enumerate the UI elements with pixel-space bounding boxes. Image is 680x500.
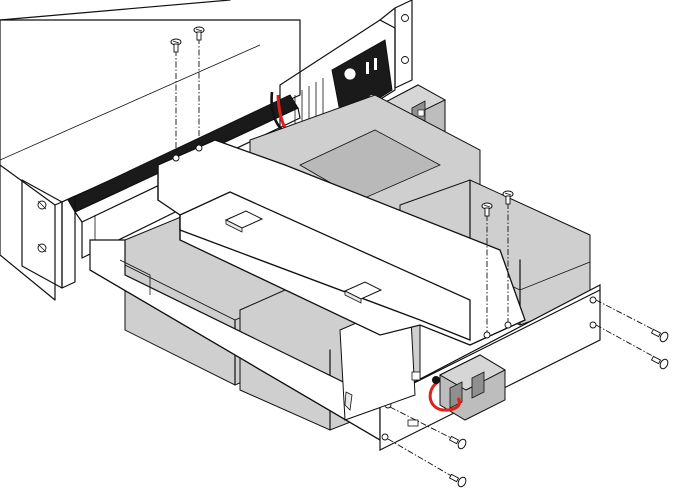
screw-icon — [170, 38, 182, 53]
screws — [170, 26, 669, 488]
screw-icon — [481, 202, 493, 217]
handle-slot — [224, 210, 264, 233]
screw-icon — [448, 435, 467, 450]
front-jumper-wire — [428, 380, 462, 412]
top-cover-plate — [157, 139, 526, 346]
screw-icon — [193, 26, 205, 41]
screw-icon — [650, 355, 669, 370]
screw-icon — [502, 190, 514, 205]
rack-mount-ear — [21, 179, 76, 289]
rear-connector-panel — [279, 0, 413, 151]
screw-icon — [650, 328, 669, 343]
front-battery-connector — [428, 354, 507, 421]
vent-grille — [294, 78, 324, 130]
screw-icon — [448, 473, 467, 488]
handle-slot — [343, 281, 383, 304]
